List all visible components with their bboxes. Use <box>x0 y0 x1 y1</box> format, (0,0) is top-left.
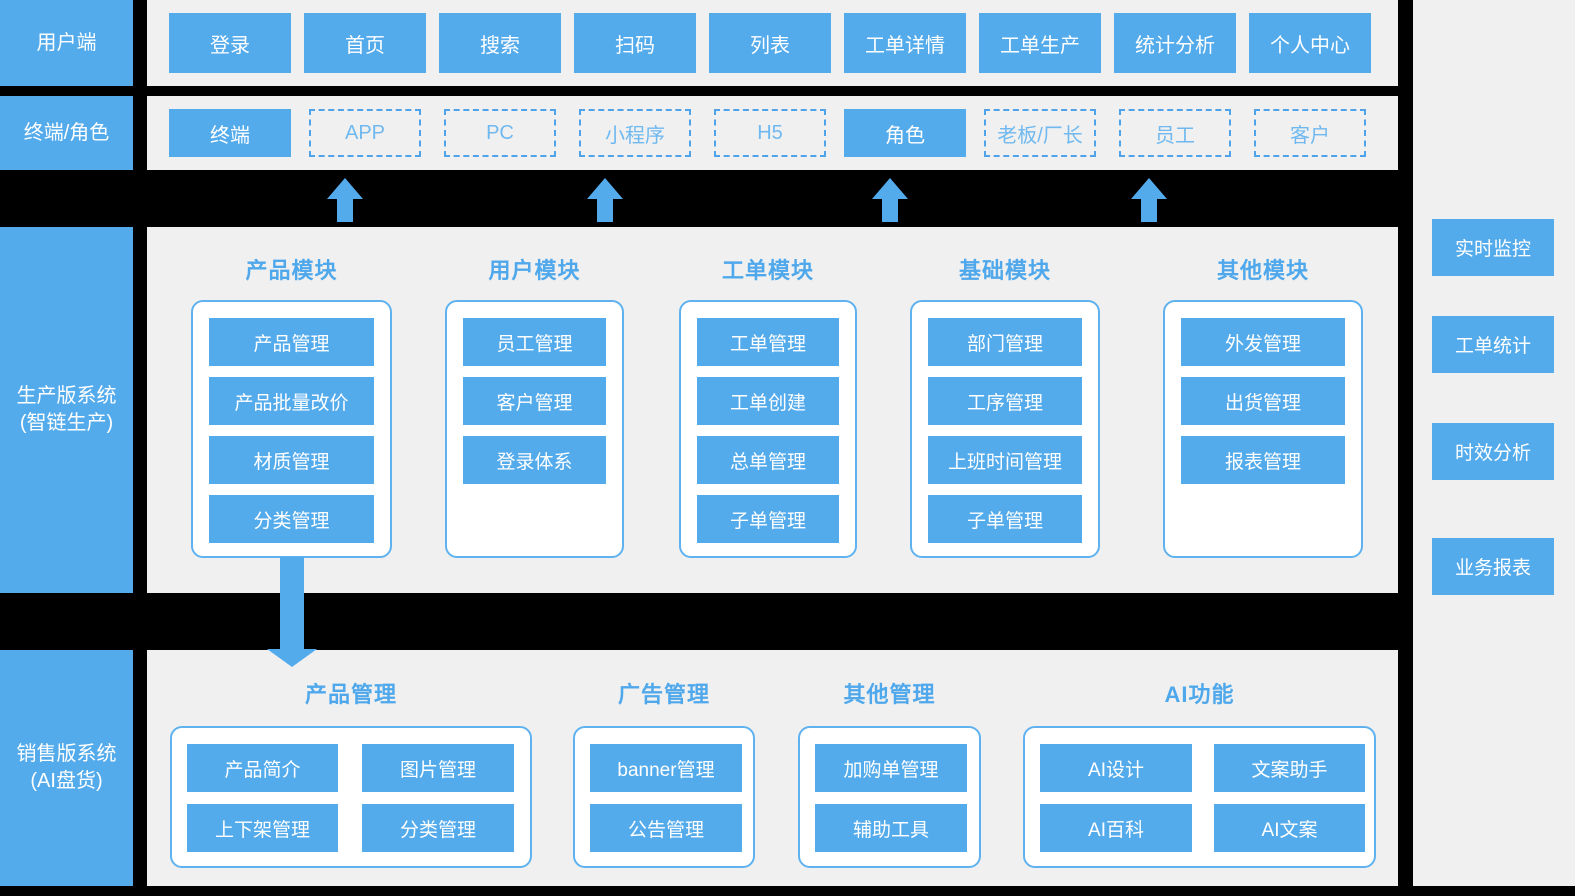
module-item-worktime-mgmt: 上班时间管理 <box>928 436 1082 484</box>
sales-card-other-mgmt: 加购单管理 辅助工具 <box>798 726 981 868</box>
module-card-product: 产品管理 产品批量改价 材质管理 分类管理 <box>191 300 392 558</box>
module-card-user: 员工管理 客户管理 登录体系 <box>445 300 624 558</box>
rail-label-production-system: 生产版系统 (智链生产) <box>0 227 133 593</box>
rail-label-client-text: 用户端 <box>36 31 97 54</box>
module-item-staff-mgmt: 员工管理 <box>463 318 606 366</box>
module-card-workorder: 工单管理 工单创建 总单管理 子单管理 <box>679 300 857 558</box>
right-rail-item-order-stats: 工单统计 <box>1432 316 1554 373</box>
module-title-user: 用户模块 <box>488 258 581 283</box>
top-nav-item-login: 登录 <box>169 13 291 73</box>
module-item-sub-order-mgmt2: 子单管理 <box>928 495 1082 543</box>
module-card-other: 外发管理 出货管理 报表管理 <box>1163 300 1363 558</box>
module-item-order-create: 工单创建 <box>697 377 839 425</box>
top-nav-item-list: 列表 <box>709 13 831 73</box>
terminal-option-h5: H5 <box>714 109 826 157</box>
module-item-process-mgmt: 工序管理 <box>928 377 1082 425</box>
up-arrow-icon <box>1129 178 1169 222</box>
top-nav-item-search: 搜索 <box>439 13 561 73</box>
module-title-basic: 基础模块 <box>958 258 1051 283</box>
terminal-option-app: APP <box>309 109 421 157</box>
sales-item-copy-assistant: 文案助手 <box>1214 744 1365 792</box>
module-item-material-mgmt: 材质管理 <box>209 436 374 484</box>
sales-title-ai-features: AI功能 <box>1164 682 1235 707</box>
right-rail-item-timeliness-analysis: 时效分析 <box>1432 423 1554 480</box>
sales-item-ai-copy: AI文案 <box>1214 804 1365 852</box>
up-arrow-icon <box>325 178 365 222</box>
module-title-product: 产品模块 <box>245 258 338 283</box>
sales-item-helper-tools: 辅助工具 <box>815 804 967 852</box>
up-arrow-icon <box>870 178 910 222</box>
sales-card-product-mgmt: 产品简介 图片管理 上下架管理 分类管理 <box>170 726 532 868</box>
sales-system-subname: (AI盘货) <box>30 770 103 792</box>
terminal-option-pc: PC <box>444 109 556 157</box>
module-item-login-system: 登录体系 <box>463 436 606 484</box>
sales-title-other-mgmt: 其他管理 <box>843 682 936 707</box>
module-item-customer-mgmt: 客户管理 <box>463 377 606 425</box>
top-nav-item-order-production: 工单生产 <box>979 13 1101 73</box>
module-item-outsource-mgmt: 外发管理 <box>1181 318 1345 366</box>
up-arrow-icon <box>585 178 625 222</box>
module-item-category-mgmt: 分类管理 <box>209 495 374 543</box>
sales-item-notice-mgmt: 公告管理 <box>590 804 742 852</box>
right-rail-item-realtime-monitor: 实时监控 <box>1432 219 1554 276</box>
sales-item-cart-order-mgmt: 加购单管理 <box>815 744 967 792</box>
sales-system-name: 销售版系统 <box>16 743 117 765</box>
sales-title-ad-mgmt: 广告管理 <box>617 682 710 707</box>
module-item-product-mgmt: 产品管理 <box>209 318 374 366</box>
sales-title-product-mgmt: 产品管理 <box>304 682 397 707</box>
rail-label-terminal-role: 终端/角色 <box>0 96 133 170</box>
top-nav-item-order-detail: 工单详情 <box>844 13 966 73</box>
module-item-master-order-mgmt: 总单管理 <box>697 436 839 484</box>
module-item-batch-price: 产品批量改价 <box>209 377 374 425</box>
top-nav-item-profile: 个人中心 <box>1249 13 1371 73</box>
top-nav-item-home: 首页 <box>304 13 426 73</box>
production-system-name: 生产版系统 <box>16 385 117 407</box>
top-nav-item-scan: 扫码 <box>574 13 696 73</box>
module-item-department-mgmt: 部门管理 <box>928 318 1082 366</box>
sales-item-category-mgmt: 分类管理 <box>362 804 514 852</box>
module-title-workorder: 工单模块 <box>721 258 814 283</box>
module-item-order-mgmt: 工单管理 <box>697 318 839 366</box>
module-title-other: 其他模块 <box>1216 258 1309 283</box>
rail-label-sales-system: 销售版系统 (AI盘货) <box>0 650 133 886</box>
top-nav-item-statistics: 统计分析 <box>1114 13 1236 73</box>
sales-item-shelf-mgmt: 上下架管理 <box>187 804 338 852</box>
sales-item-image-mgmt: 图片管理 <box>362 744 514 792</box>
module-card-basic: 部门管理 工序管理 上班时间管理 子单管理 <box>910 300 1100 558</box>
role-option-customer: 客户 <box>1254 109 1366 157</box>
module-item-report-mgmt: 报表管理 <box>1181 436 1345 484</box>
rail-label-terminal-role-text: 终端/角色 <box>23 121 110 144</box>
down-arrow-icon <box>267 557 317 667</box>
role-option-staff: 员工 <box>1119 109 1231 157</box>
sales-item-ai-design: AI设计 <box>1040 744 1192 792</box>
terminal-option-miniprogram: 小程序 <box>579 109 691 157</box>
sales-item-ai-wiki: AI百科 <box>1040 804 1192 852</box>
rail-label-client: 用户端 <box>0 0 133 86</box>
terminal-chip: 终端 <box>169 109 291 157</box>
right-rail-item-business-report: 业务报表 <box>1432 538 1554 595</box>
role-chip: 角色 <box>844 109 966 157</box>
sales-card-ai-features: AI设计 文案助手 AI百科 AI文案 <box>1023 726 1376 868</box>
production-system-subname: (智链生产) <box>19 412 114 434</box>
module-item-shipment-mgmt: 出货管理 <box>1181 377 1345 425</box>
sales-card-ad-mgmt: banner管理 公告管理 <box>573 726 755 868</box>
terminal-role-panel <box>147 96 1398 170</box>
role-option-boss: 老板/厂长 <box>984 109 1096 157</box>
sales-item-product-intro: 产品简介 <box>187 744 338 792</box>
sales-item-banner-mgmt: banner管理 <box>590 744 742 792</box>
module-item-sub-order-mgmt: 子单管理 <box>697 495 839 543</box>
